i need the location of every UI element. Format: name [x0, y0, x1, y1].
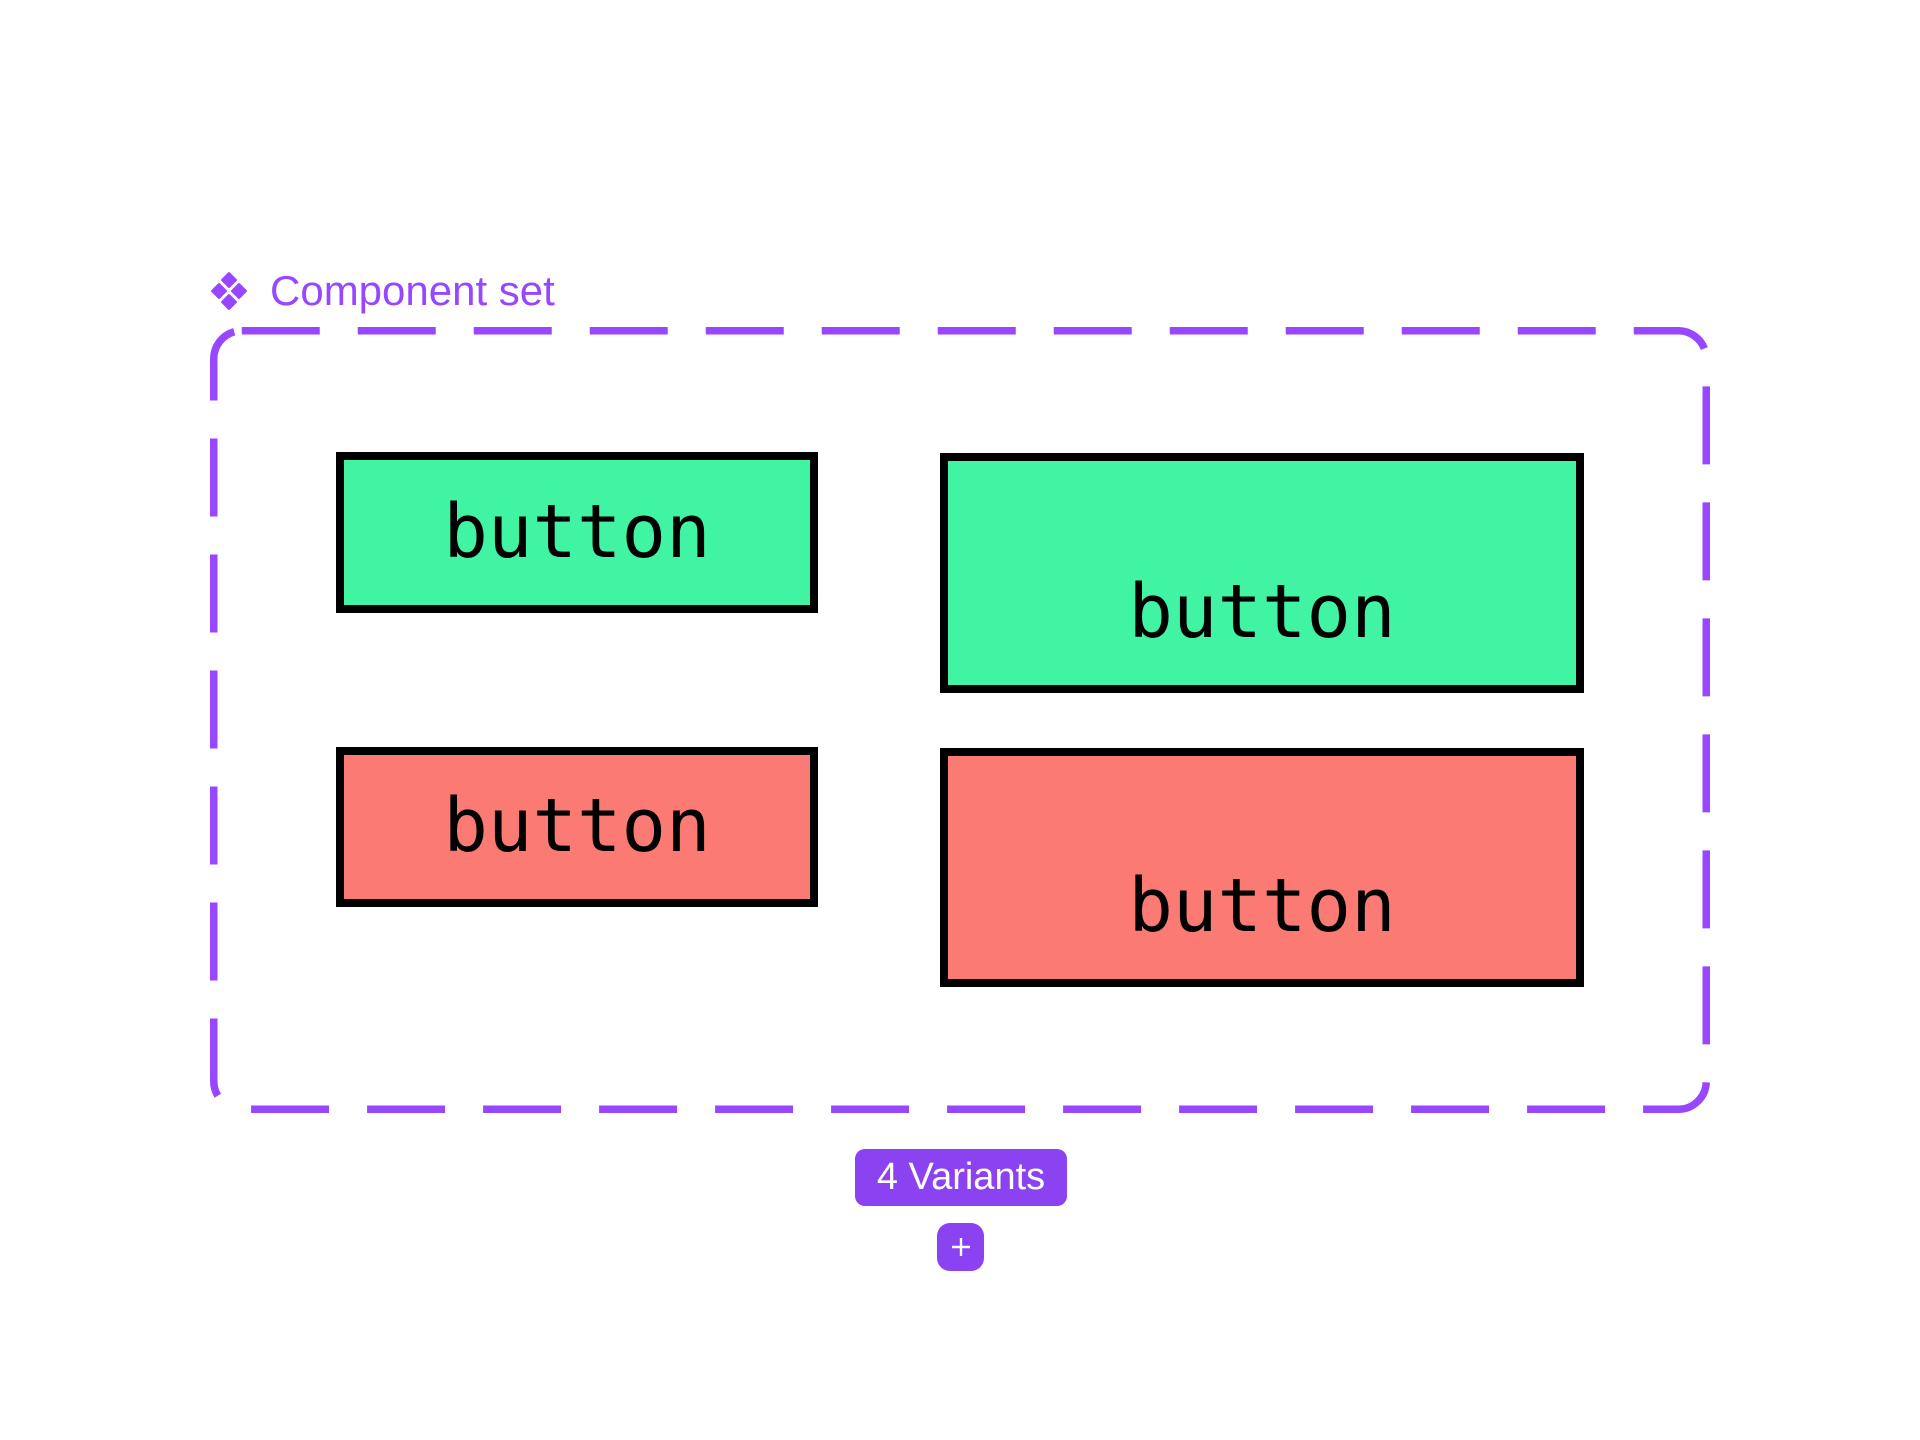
component-set-dashed-outline: [210, 327, 1710, 1113]
add-variant-button[interactable]: [937, 1223, 984, 1271]
variant-button-green-small[interactable]: button: [336, 452, 818, 613]
variant-button-label: button: [1128, 863, 1396, 949]
variant-button-label: button: [1128, 569, 1396, 655]
variants-count-badge[interactable]: 4 Variants: [855, 1149, 1067, 1206]
plus-icon: [951, 1238, 970, 1256]
component-set-label[interactable]: Component set: [210, 269, 555, 313]
variant-button-red-small[interactable]: button: [336, 747, 818, 907]
component-set-label-text: Component set: [270, 267, 555, 314]
variant-button-label: button: [443, 489, 711, 575]
component-set-icon: [211, 272, 247, 310]
variant-button-label: button: [443, 783, 711, 869]
variant-button-green-large[interactable]: button: [940, 453, 1584, 693]
variant-button-red-large[interactable]: button: [940, 748, 1584, 987]
